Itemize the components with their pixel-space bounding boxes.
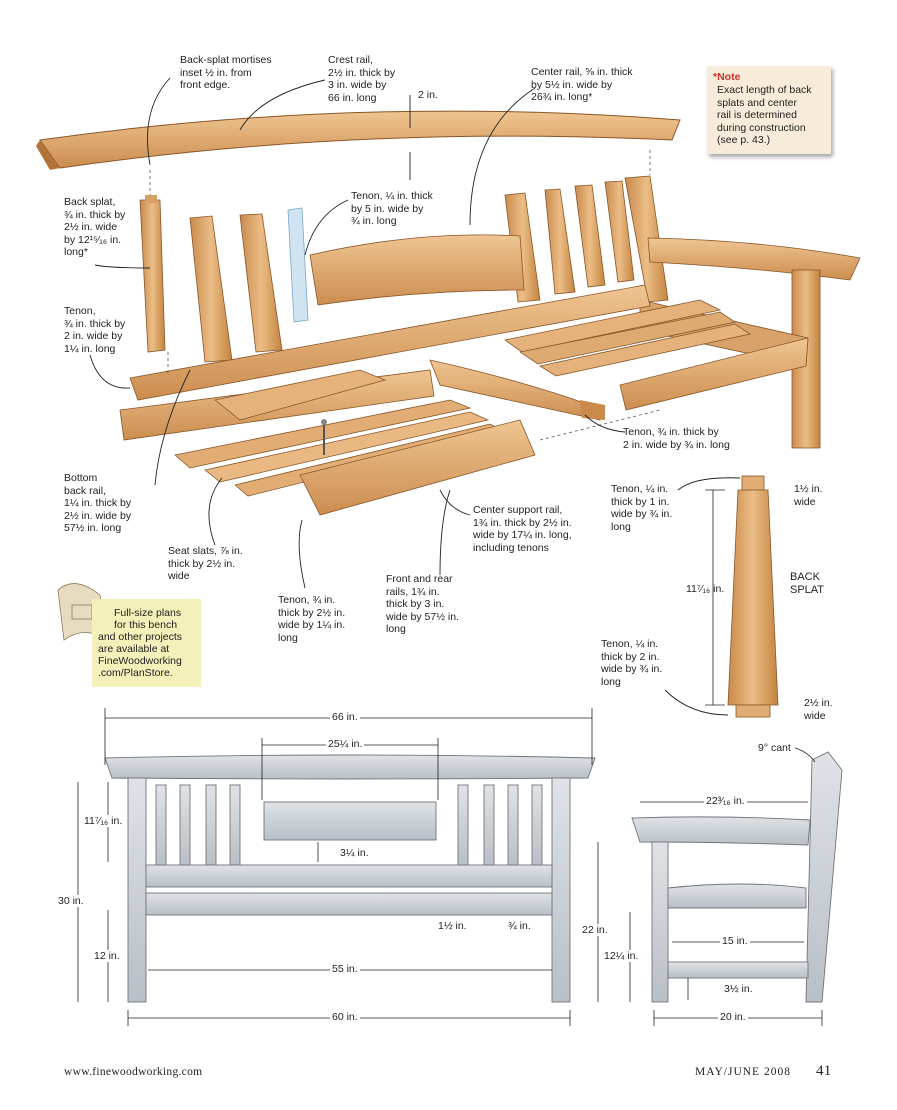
dim-leg-span: 60 in. [330,1011,360,1023]
label-tenon-front: Tenon, ¾ in. thick by 2½ in. wide by 1¼ … [278,594,346,644]
label-tenon-bottom: Tenon, ¾ in. thick by 2 in. wide by 1¼ i… [64,305,126,355]
center-support-rail [429,359,605,421]
dim-overall-depth: 20 in. [718,1011,748,1023]
dim-seat-height: 22 in. [580,924,610,936]
label-backsplat-mortises: Back-splat mortises inset ½ in. from fro… [180,54,272,91]
label-center-support-rail: Center support rail, 1¾ in. thick by 2½ … [473,504,572,554]
label-front-rear-rails: Front and rear rails, 1¾ in. thick by 3 … [386,573,459,635]
dim-leg-height: 12 in. [92,950,122,962]
footer-issue: MAY/JUNE 2008 [695,1066,791,1078]
label-splat-height: 11⁷⁄₁₆ in. [686,583,725,595]
back-splat-detail [705,475,779,718]
note-title: *Note [713,71,741,83]
label-tenon-splat-top: Tenon, ¼ in. thick by 1 in. wide by ¾ in… [611,483,673,533]
dim-splat-gap: ¾ in. [506,920,533,932]
dim-depth: 15 in. [720,935,750,947]
label-crest-rail: Crest rail, 2½ in. thick by 3 in. wide b… [328,54,396,104]
crest-rail [36,110,681,170]
front-elevation [104,754,596,1003]
back-splats-right [504,180,635,303]
footer-website: www.finewoodworking.com [64,1066,203,1078]
dim-arm-length: 22³⁄₁₆ in. [704,795,747,807]
construction-note: *Note Exact length of back splats and ce… [707,66,831,154]
dim-cant: 9° cant [756,742,793,754]
dim-rail-height: 12¼ in. [602,950,641,962]
dim-stretcher-gap: 3½ in. [722,983,755,995]
dim-overall-width: 66 in. [330,711,360,723]
side-elevation [631,751,843,1003]
back-splats-left [139,195,309,363]
label-back-splat: Back splat, ¾ in. thick by 2½ in. wide b… [64,196,126,258]
dim-center-width: 25¼ in. [326,738,365,750]
guide-lines [149,150,661,441]
screw-icon [321,419,327,455]
label-splat-top-wide: 1½ in. wide [794,483,823,508]
label-back-splat-title: BACK SPLAT [790,571,825,596]
callout-leaders [89,77,741,716]
label-tenon-support: Tenon, ¾ in. thick by 2 in. wide by ¾ in… [623,426,730,451]
plan-store-callout: Full-size plans for this bench and other… [92,599,201,687]
label-center-rail: Center rail, ⅝ in. thick by 5½ in. wide … [531,66,633,103]
center-rail [309,234,525,306]
dim-inner-width: 55 in. [330,963,360,975]
label-splat-bottom-wide: 2½ in. wide [804,697,833,722]
footer-page-number: 41 [816,1063,832,1079]
dim-back-height: 11⁷⁄₁₆ in. [82,815,125,827]
dim-splat-width: 1½ in. [436,920,469,932]
seat-slats-left [174,369,536,516]
dim-center-rail-gap: 3¼ in. [338,847,371,859]
label-two-in: 2 in. [418,89,438,101]
seat-slats-right [504,299,809,411]
label-tenon-center: Tenon, ¼ in. thick by 5 in. wide by ¾ in… [351,190,433,227]
label-bottom-back-rail: Bottom back rail, 1¼ in. thick by 2½ in.… [64,472,132,534]
note-body: Exact length of back splats and center r… [717,84,812,146]
dim-overall-height: 30 in. [56,895,86,907]
label-tenon-splat-bottom: Tenon, ¼ in. thick by 2 in. wide by ¾ in… [601,638,663,688]
label-seat-slats: Seat slats, ⅞ in. thick by 2½ in. wide [168,545,243,582]
plan-store-text: Full-size plans for this bench and other… [98,607,183,679]
